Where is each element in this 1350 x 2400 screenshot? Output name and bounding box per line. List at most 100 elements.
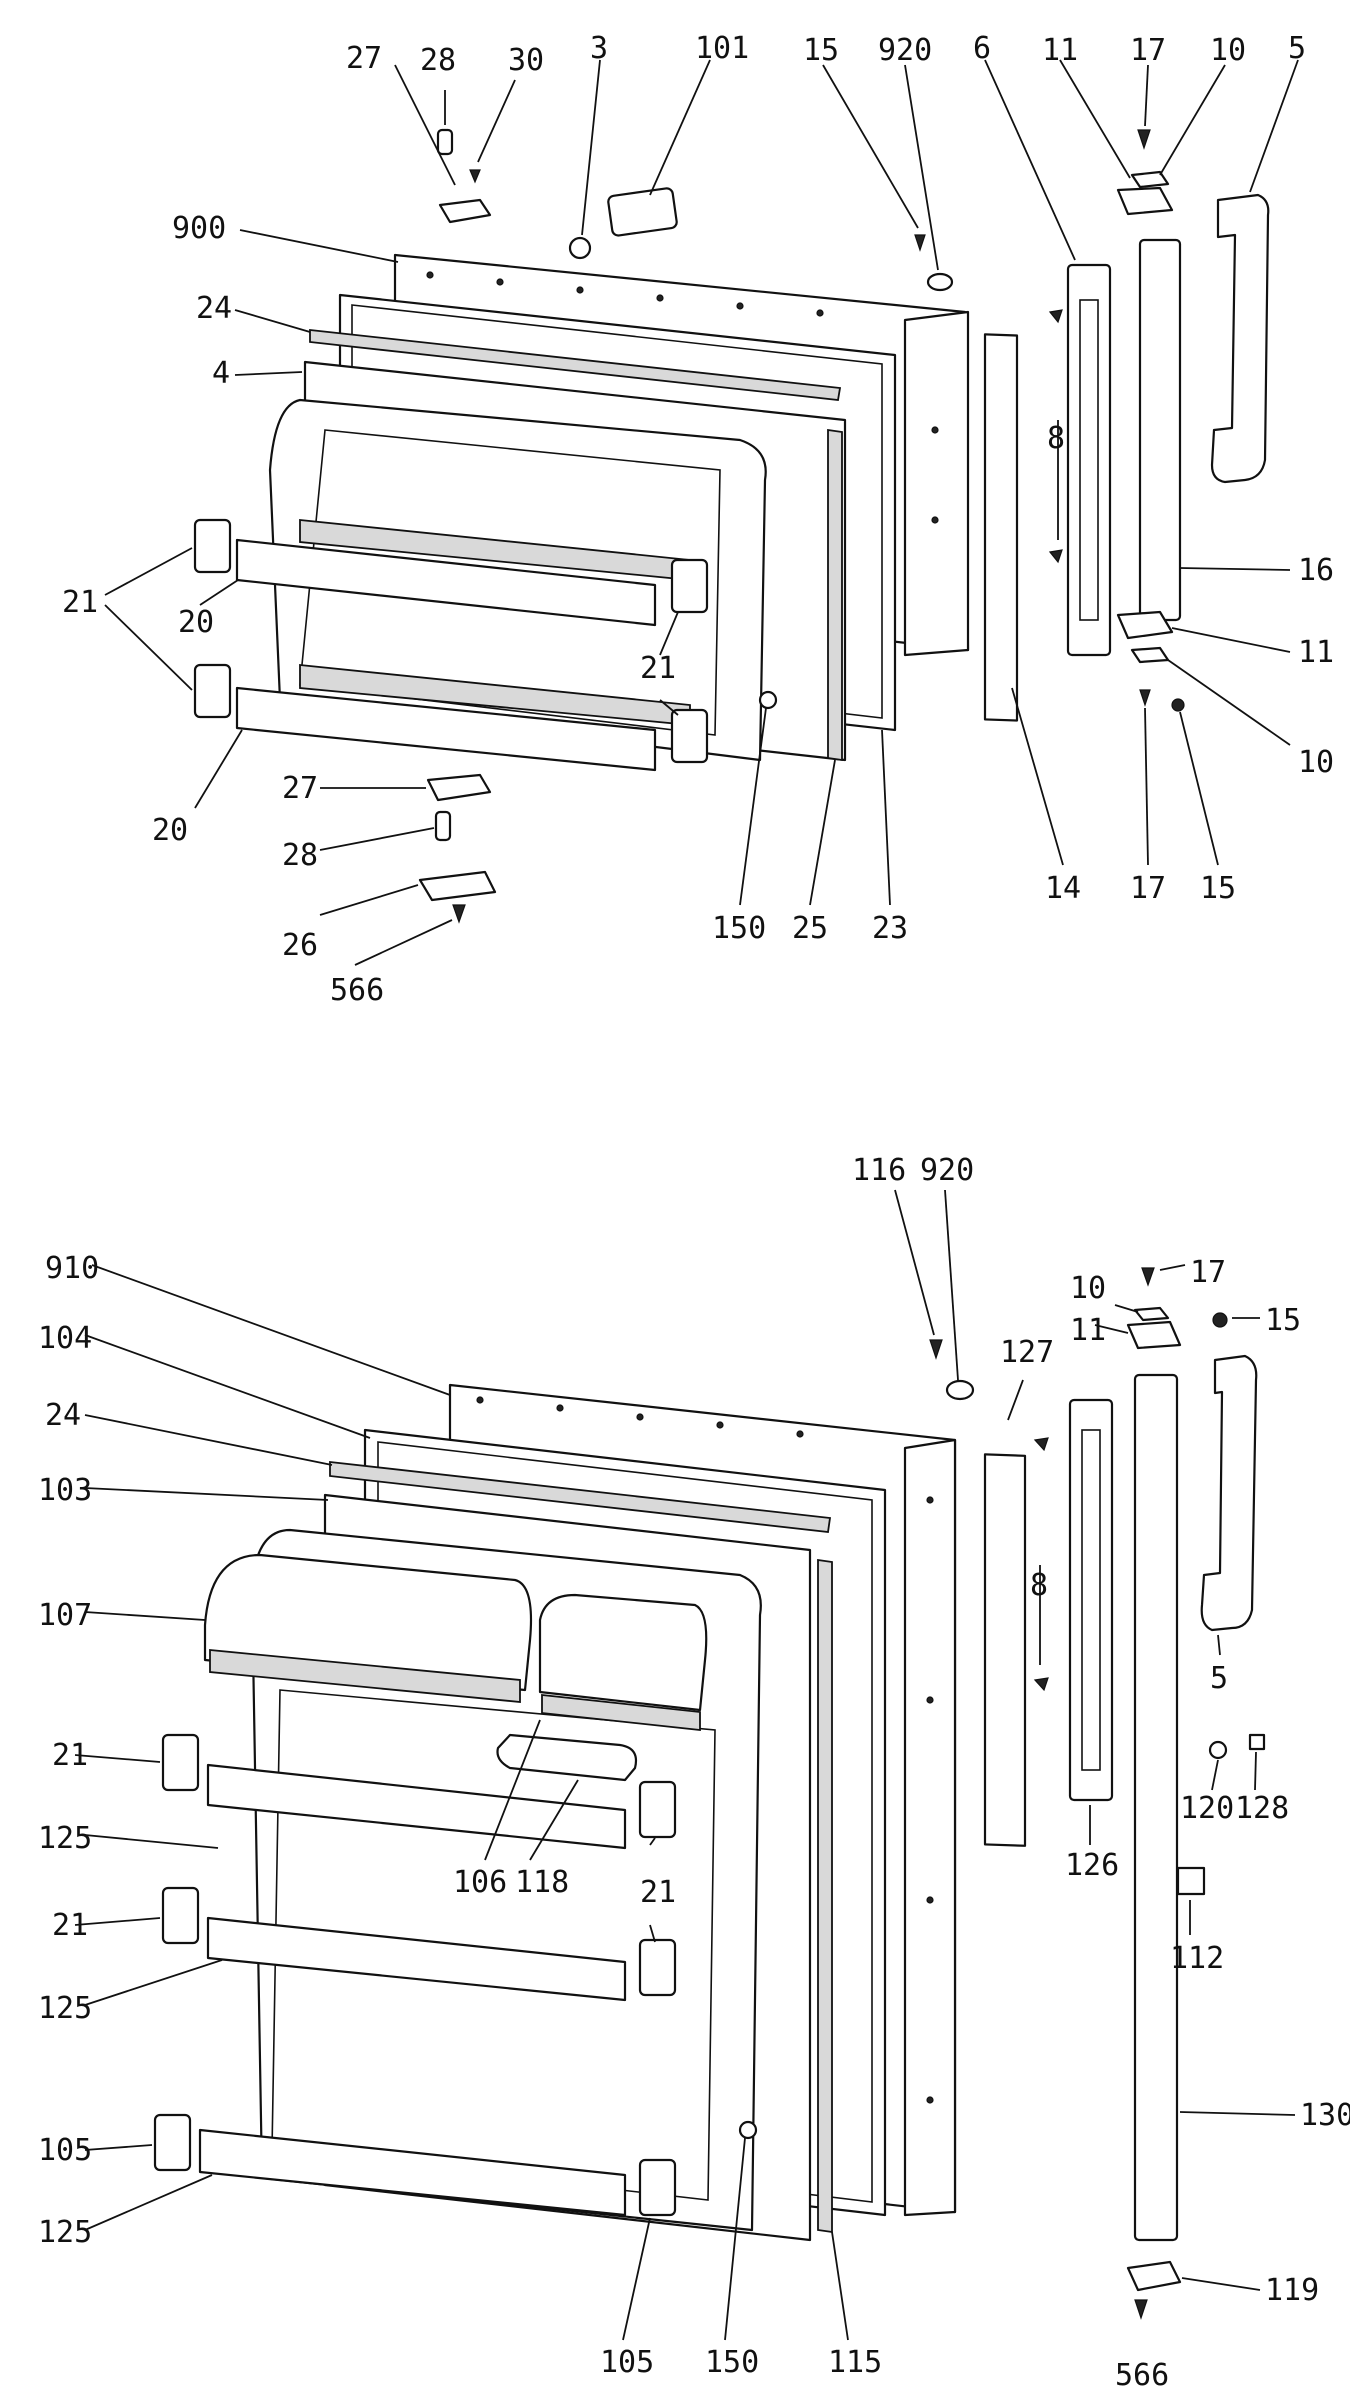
callout-label: 21 [640,1875,676,1910]
hinge-pin-28-bottom [434,810,452,842]
handle-5 [1210,193,1270,484]
lower-door-assembly [153,1267,1266,2320]
callout-label: 120 [1180,1791,1234,1826]
screw-120 [1208,1740,1228,1760]
screw-8-upper [1048,309,1063,324]
callout-label: 11 [1298,635,1334,670]
shelf-bar-125-bottom [198,2128,627,2217]
end-cap-105-right [638,2158,677,2217]
nameplate-101 [607,187,678,237]
callout-label: 28 [282,838,318,873]
screw-15-lower [1212,1312,1228,1328]
callout-label: 21 [640,651,676,686]
screw-150 [758,690,778,710]
callout-label: 10 [1298,745,1334,780]
callout-label: 14 [1045,871,1081,906]
end-cap-21-left-middle [161,1886,200,1945]
callout-label: 103 [38,1473,92,1508]
spacer-10-bottom [1130,646,1170,664]
screw-150-lower [738,2120,758,2140]
screw-116 [929,1339,943,1360]
callout-label: 21 [62,585,98,620]
trim-strip-14 [983,333,1019,722]
callout-label: 21 [52,1908,88,1943]
callout-label: 15 [803,33,839,68]
shelf-bar-20-upper [235,538,657,627]
plug-920-lower [945,1379,975,1401]
screw-30 [469,169,481,184]
lower-leader-lines [74,1189,1296,2341]
shelf-bar-20-lower [235,686,657,772]
plug-3 [568,236,592,260]
callout-label: 4 [212,356,230,391]
callout-label: 106 [453,1865,507,1900]
callout-label: 11 [1070,1313,1106,1348]
end-cap-21-left-top [161,1733,200,1792]
outer-door-panel-910-edge [903,1438,957,2217]
callout-label: 15 [1265,1303,1301,1338]
callout-label: 15 [1200,871,1236,906]
callout-label: 17 [1190,1255,1226,1290]
callout-label: 115 [828,2345,882,2380]
clip-128 [1248,1733,1266,1751]
handle-end-cap-11-lower [1126,1320,1182,1350]
handle-bracket-126 [1068,1398,1114,1802]
screw-8-lower [1048,549,1063,564]
panel-holes [426,271,939,524]
callout-label: 23 [872,911,908,946]
callout-label: 30 [508,43,544,78]
upper-door-assembly [193,128,1270,924]
insert-112 [1176,1866,1206,1896]
callout-label: 17 [1130,33,1166,68]
callout-label: 910 [45,1251,99,1286]
callout-label: 11 [1042,33,1078,68]
screw-566-upper [452,904,466,924]
callout-label: 10 [1070,1271,1106,1306]
callout-label: 17 [1130,871,1166,906]
callout-label: 24 [196,291,232,326]
handle-5-lower [1200,1354,1258,1632]
screw-15-bottom [1171,698,1185,712]
end-cap-21-right-top [638,1780,677,1839]
shelf-bar-125-top [206,1763,627,1850]
hinge-plate-26 [418,870,497,902]
callout-label: 10 [1210,33,1246,68]
lower-callout-labels: 116 920 910 10 17 11 15 104 127 24 103 8… [38,1153,1350,2393]
spacer-10-lower [1133,1306,1170,1322]
callout-label: 116 [852,1153,906,1188]
callout-label: 125 [38,1821,92,1856]
handle-trim-130 [1133,1373,1179,2242]
dairy-door-106 [538,1593,708,1712]
callout-label: 20 [152,813,188,848]
screw-8-lower-upper [1033,1437,1049,1452]
trim-strip-127 [983,1453,1027,1847]
end-cap-21-right-lower [670,708,709,764]
callout-label: 26 [282,928,318,963]
callout-label: 20 [178,605,214,640]
callout-label: 125 [38,2215,92,2250]
handle-end-cap-11-bottom [1116,610,1174,640]
hinge-27-bottom [426,773,492,802]
callout-label: 3 [590,31,608,66]
handle-end-cap-119 [1126,2260,1182,2292]
screw-17-top [1137,129,1151,150]
callout-label: 105 [38,2133,92,2168]
callout-label: 24 [45,1398,81,1433]
hinge-pin-28-top [436,128,454,156]
callout-label: 128 [1235,1791,1289,1826]
outer-door-panel-900-edge [903,310,970,657]
callout-label: 8 [1030,1568,1048,1603]
callout-label: 27 [346,41,382,76]
end-cap-21-left-lower [193,663,232,719]
plug-920-top [926,272,954,292]
callout-label: 105 [600,2345,654,2380]
upper-leader-lines [104,59,1299,966]
callout-label: 104 [38,1321,92,1356]
callout-label: 119 [1265,2273,1319,2308]
callout-label: 8 [1047,421,1065,456]
callout-label: 6 [973,31,991,66]
handle-end-cap-11-top [1116,186,1174,216]
screw-566-lower [1134,2299,1148,2320]
end-cap-105-left [153,2113,192,2172]
